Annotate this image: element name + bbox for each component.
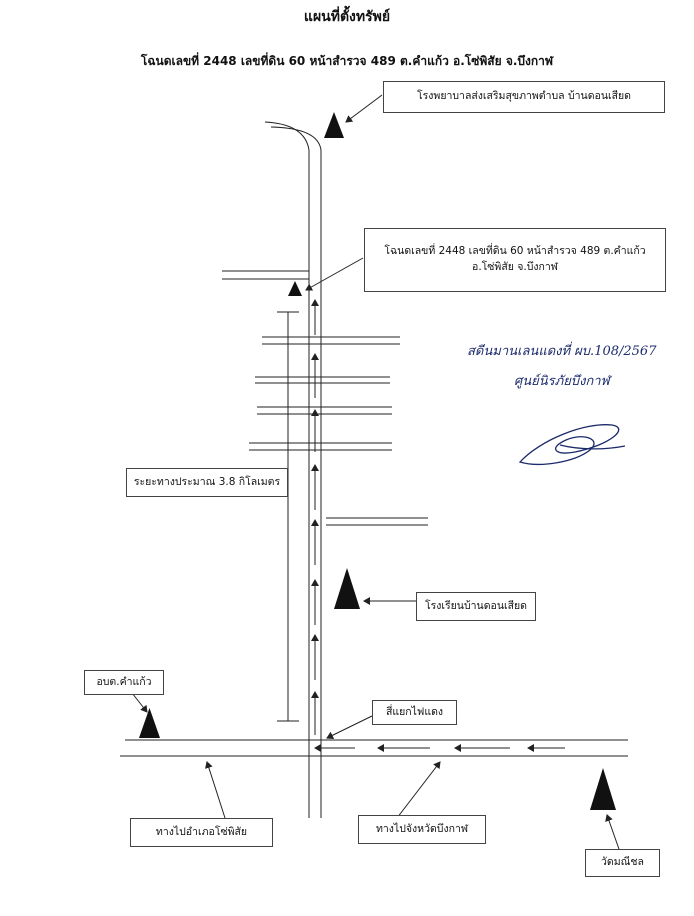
property-label: โฉนดเลขที่ 2448 เลขที่ดิน 60 หน้าสำรวจ 4…	[364, 228, 666, 292]
page-title: แผนที่ตั้งทรัพย์	[303, 9, 391, 25]
callout-arrows	[131, 94, 621, 853]
handwriting-line2: ศูนย์นิรภัยบึงกาฬ	[514, 374, 610, 389]
intersection-label: สี่แยกไฟแดง	[372, 700, 457, 725]
signature	[518, 424, 626, 465]
office-triangle-icon	[139, 708, 160, 738]
main-road	[264, 121, 322, 818]
property-label-line2: อ.โซ่พิสัย จ.บึงกาฬ	[472, 261, 558, 273]
property-triangle-icon	[288, 281, 302, 296]
property-label-line1: โฉนดเลขที่ 2448 เลขที่ดิน 60 หน้าสำรวจ 4…	[384, 245, 646, 258]
side-roads	[222, 270, 428, 526]
office-label: อบต.คำแก้ว	[84, 670, 164, 695]
school-triangle-icon	[334, 568, 360, 609]
temple-label: วัดมณีชล	[585, 849, 660, 877]
cross-road	[120, 739, 628, 757]
school-label: โรงเรียนบ้านดอนเสียด	[416, 592, 536, 621]
to-province-label: ทางไปจังหวัดบึงกาฬ	[358, 815, 486, 844]
page-subtitle: โฉนดเลขที่ 2448 เลขที่ดิน 60 หน้าสำรวจ 4…	[140, 54, 554, 68]
distance-marker	[277, 311, 299, 722]
distance-label: ระยะทางประมาณ 3.8 กิโลเมตร	[126, 468, 288, 497]
to-district-label: ทางไปอำเภอโซ่พิสัย	[130, 818, 273, 847]
handwriting-line1: สดีนมานเลนแดงที่ ผบ.108/2567	[467, 344, 657, 359]
temple-triangle-icon	[590, 768, 616, 810]
hospital-triangle-icon	[324, 112, 344, 138]
landmark-icons	[139, 112, 616, 810]
hospital-label: โรงพยาบาลส่งเสริมสุขภาพตำบล บ้านดอนเสียด	[383, 81, 665, 113]
